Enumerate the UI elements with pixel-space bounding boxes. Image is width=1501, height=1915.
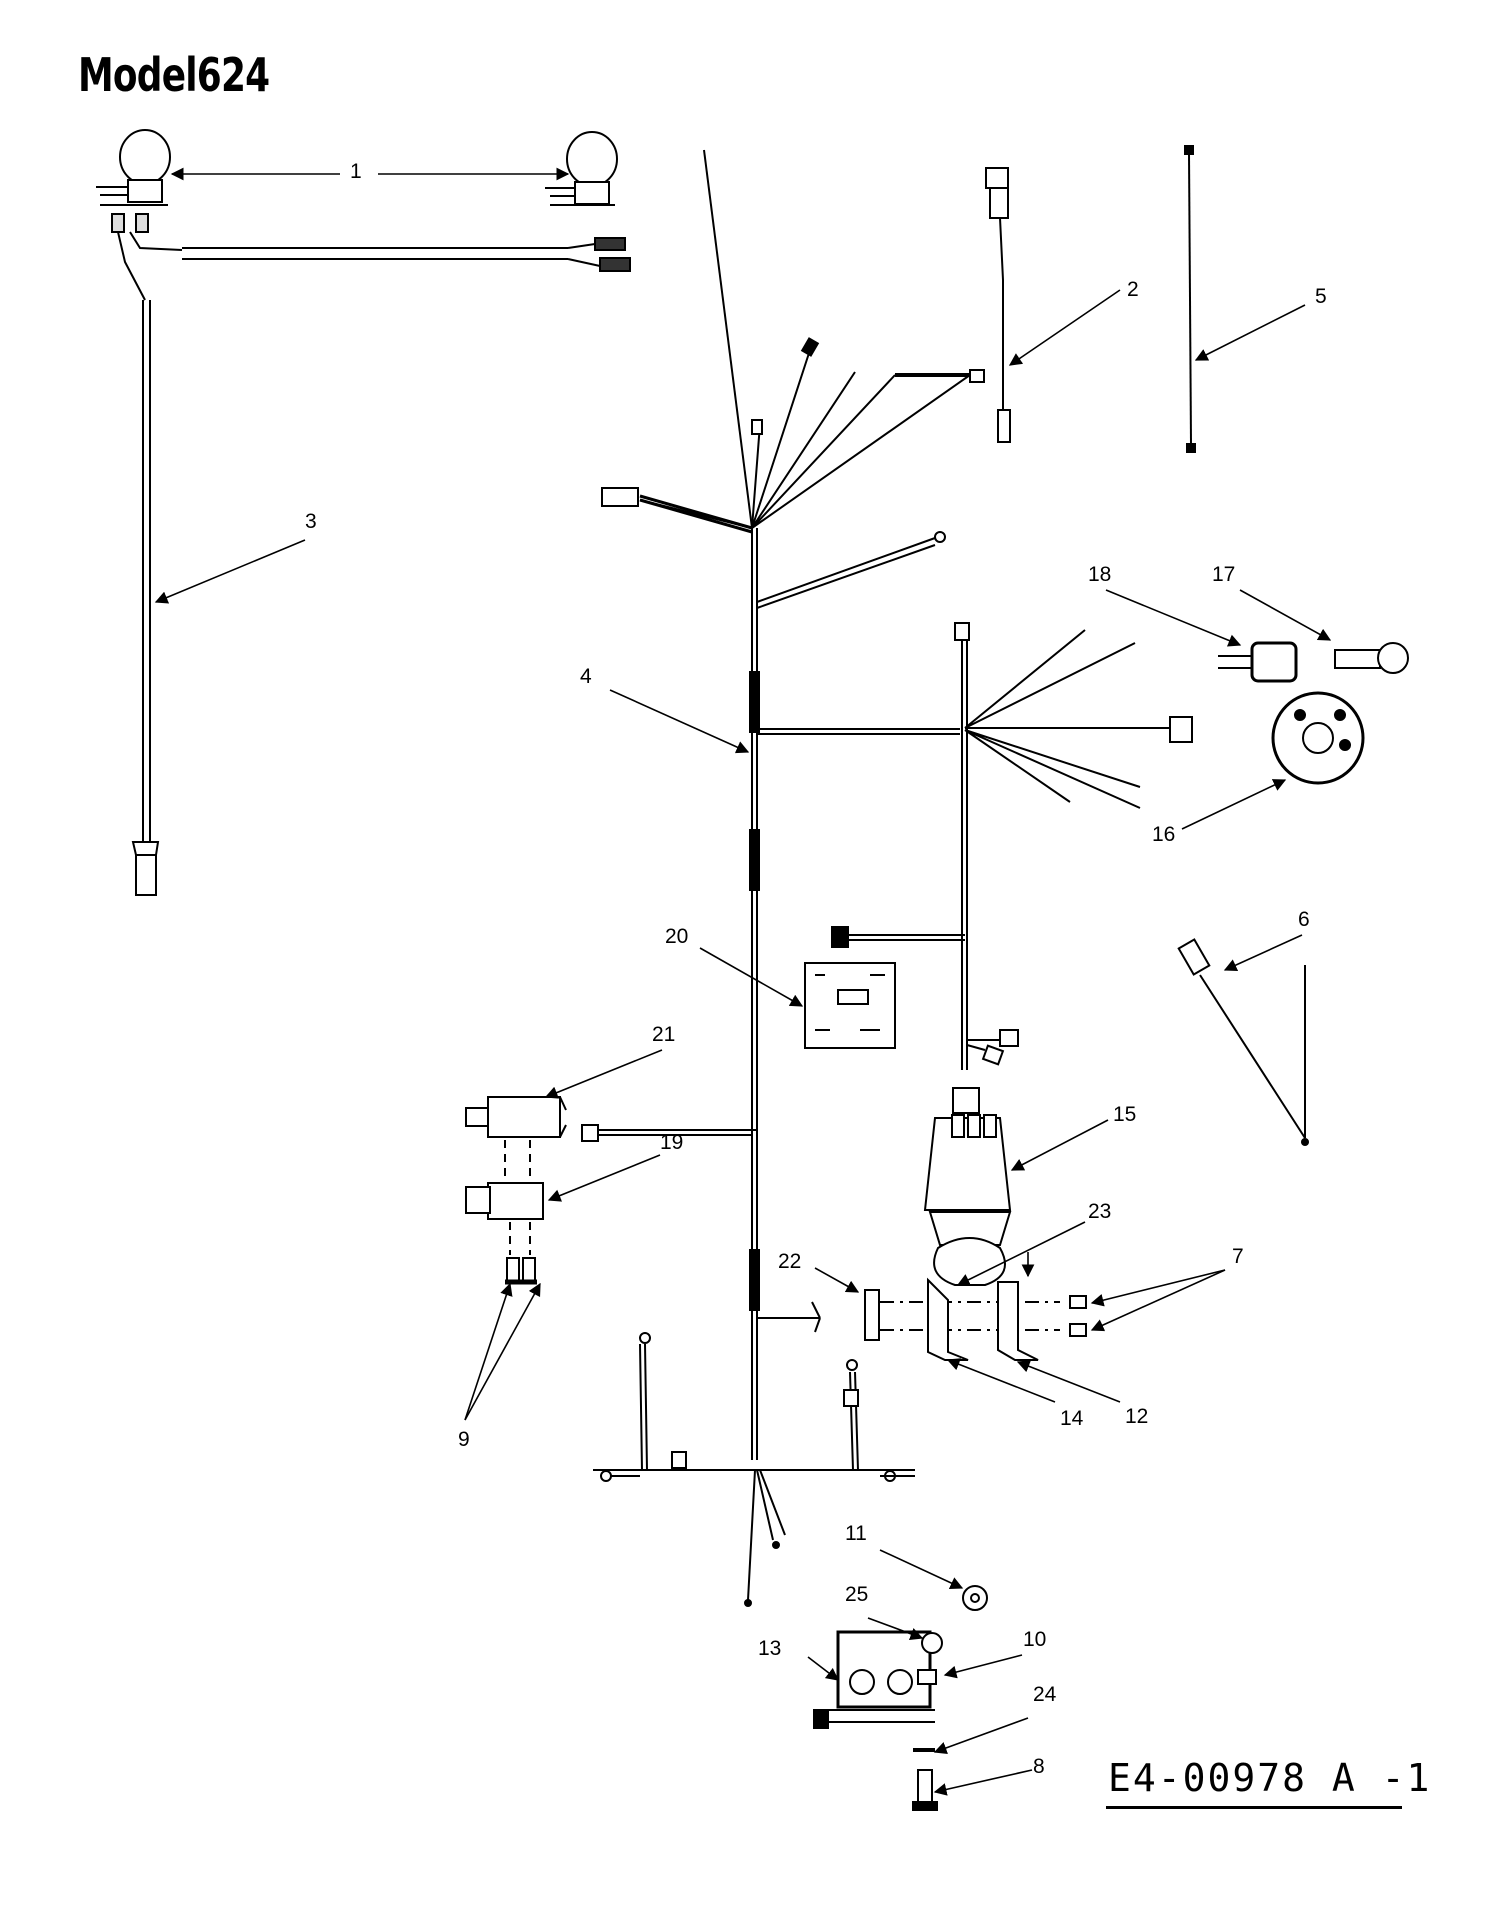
ignition-key-18 bbox=[1218, 641, 1298, 683]
callout-15: 15 bbox=[1113, 1103, 1137, 1126]
callout-14: 14 bbox=[1060, 1407, 1084, 1430]
page-title: Model624 bbox=[78, 48, 270, 102]
screws-7 bbox=[1069, 1295, 1087, 1337]
callout-5: 5 bbox=[1315, 285, 1327, 308]
callout-25: 25 bbox=[845, 1583, 869, 1606]
ground-wire-5 bbox=[1184, 145, 1196, 453]
callout-16: 16 bbox=[1152, 823, 1176, 846]
clip-bracket-12 bbox=[997, 1281, 1039, 1361]
callout-11: 11 bbox=[845, 1522, 867, 1545]
headlight-bulb-right bbox=[545, 131, 618, 206]
drawing-number: E4-00978 A -1 bbox=[1108, 1756, 1432, 1800]
callout-20: 20 bbox=[665, 925, 689, 948]
callout-12: 12 bbox=[1125, 1405, 1149, 1428]
leader-lines bbox=[154, 167, 1332, 1796]
drawing-number-underline bbox=[1106, 1806, 1402, 1809]
spacer-10 bbox=[917, 1669, 937, 1685]
bolt-8 bbox=[912, 1769, 938, 1811]
spare-key-17 bbox=[1334, 642, 1409, 674]
callout-24: 24 bbox=[1033, 1683, 1057, 1706]
callout-9: 9 bbox=[458, 1428, 470, 1451]
main-harness bbox=[581, 149, 1193, 1607]
pto-switch-15 bbox=[923, 1087, 1012, 1286]
callout-1: 1 bbox=[350, 160, 362, 183]
switch-bracket-19 bbox=[465, 1140, 544, 1220]
callout-17: 17 bbox=[1212, 563, 1236, 586]
callout-13: 13 bbox=[758, 1637, 782, 1660]
jumper-wire-2 bbox=[985, 167, 1011, 443]
decal-plate-20 bbox=[804, 962, 896, 1049]
solenoid-13 bbox=[813, 1630, 935, 1729]
callout-2: 2 bbox=[1127, 278, 1139, 301]
lock-washer-25 bbox=[921, 1632, 943, 1654]
callout-7: 7 bbox=[1232, 1245, 1244, 1268]
callout-4: 4 bbox=[580, 665, 592, 688]
nut-11 bbox=[962, 1585, 988, 1611]
wire-6 bbox=[1177, 938, 1309, 1146]
callout-10: 10 bbox=[1023, 1628, 1047, 1651]
callout-23: 23 bbox=[1088, 1200, 1112, 1223]
callout-21: 21 bbox=[652, 1023, 676, 1046]
headlight-harness bbox=[117, 231, 631, 896]
bolts-9 bbox=[505, 1222, 537, 1285]
callout-18: 18 bbox=[1088, 563, 1112, 586]
clip-bracket-14 bbox=[927, 1277, 969, 1361]
headlight-bulb-left bbox=[96, 129, 171, 233]
callout-6: 6 bbox=[1298, 908, 1310, 931]
ignition-switch-16 bbox=[1271, 691, 1365, 785]
interlock-switch-21 bbox=[465, 1096, 567, 1138]
callout-19: 19 bbox=[660, 1131, 684, 1154]
connector-block-22 bbox=[864, 1289, 1060, 1341]
callout-22: 22 bbox=[778, 1250, 802, 1273]
callout-3: 3 bbox=[305, 510, 317, 533]
callout-8: 8 bbox=[1033, 1755, 1045, 1778]
